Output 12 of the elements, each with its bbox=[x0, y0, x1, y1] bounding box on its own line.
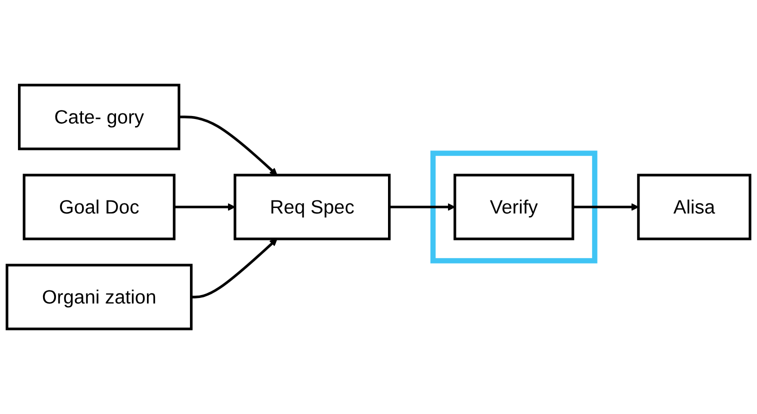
arrow bbox=[174, 203, 236, 211]
node-box: Organi zation bbox=[6, 264, 193, 330]
node-box: Req Spec bbox=[234, 174, 391, 240]
arrow bbox=[572, 203, 639, 211]
cluster bbox=[430, 150, 598, 264]
arrow bbox=[191, 238, 278, 298]
node-box: Goal Doc bbox=[22, 174, 176, 240]
arrow bbox=[178, 116, 278, 176]
arrow bbox=[389, 203, 456, 211]
node-box: Cate- gory bbox=[18, 84, 180, 150]
node-box: Alisa bbox=[637, 174, 752, 240]
node-box: Verify bbox=[454, 174, 574, 240]
